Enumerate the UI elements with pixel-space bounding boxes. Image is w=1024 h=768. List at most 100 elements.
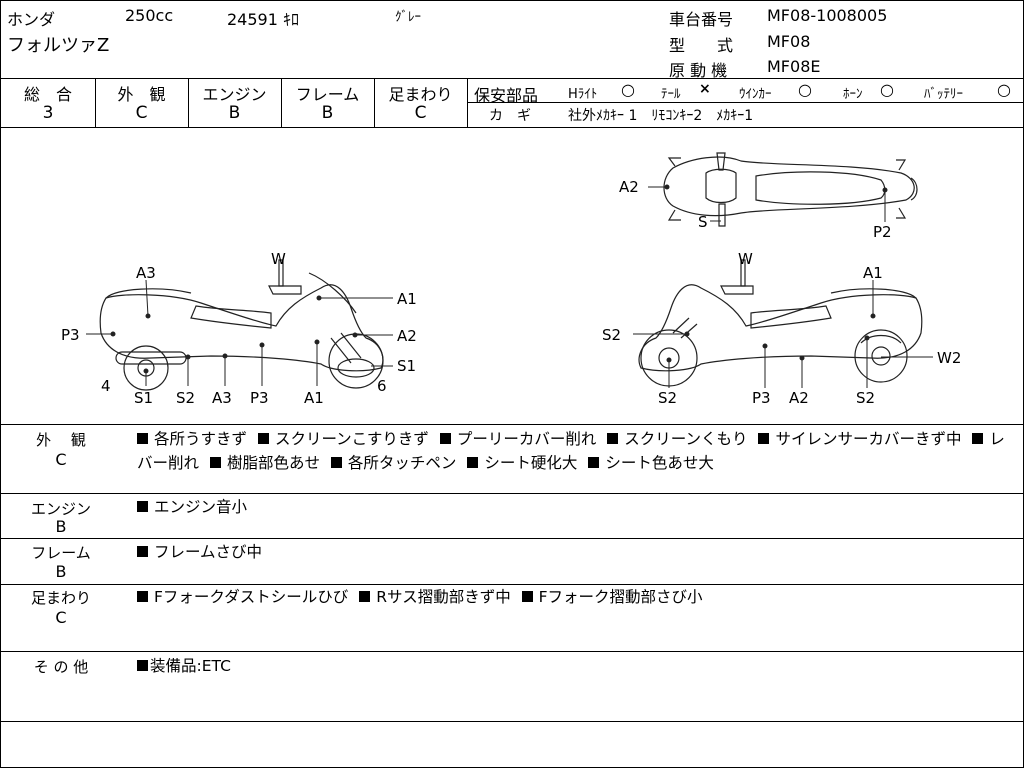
label-right-b-a2: A2 bbox=[789, 389, 809, 407]
grade-exterior: C bbox=[135, 103, 148, 123]
grade-exterior-label: 外 観 bbox=[117, 85, 166, 104]
engine-code: MF08E bbox=[767, 57, 821, 76]
label-left-6: 6 bbox=[377, 377, 387, 395]
divider bbox=[1, 584, 1023, 585]
label-left-s1: S1 bbox=[397, 357, 416, 375]
label-top-p2: P2 bbox=[873, 223, 892, 241]
frame-grade: B bbox=[55, 562, 67, 581]
other-title: そ の 他 bbox=[33, 658, 89, 676]
divider bbox=[1, 651, 1023, 652]
divider bbox=[95, 78, 96, 127]
divider bbox=[1, 538, 1023, 539]
grade-suspension-label: 足まわり bbox=[388, 85, 453, 104]
other-remarks: 装備品:ETC bbox=[137, 654, 1017, 678]
remark-item: Fフォークダストシールひび bbox=[154, 588, 349, 606]
grade-engine-label: エンジン bbox=[202, 85, 267, 104]
divider bbox=[1, 78, 1023, 79]
remark-item: Rサス摺動部きず中 bbox=[376, 588, 511, 606]
exterior-grade: C bbox=[55, 450, 67, 469]
label-right-a1: A1 bbox=[863, 264, 883, 282]
label-left-4: 4 bbox=[101, 377, 111, 395]
divider bbox=[374, 78, 375, 127]
color: ｸﾞﾚｰ bbox=[395, 10, 421, 25]
battery-status: ○ bbox=[997, 80, 1011, 99]
divider bbox=[1, 127, 1023, 128]
grade-overall-label: 総 合 bbox=[23, 85, 72, 104]
keys-label: カ ギ bbox=[489, 108, 531, 124]
grade-engine: B bbox=[228, 103, 241, 123]
frame-no: MF08-1008005 bbox=[767, 6, 888, 25]
engine-remarks: エンジン音小 bbox=[137, 495, 1017, 519]
model-code-label: 型 式 bbox=[669, 36, 734, 55]
divider bbox=[1, 493, 1023, 494]
remark-item: フレームさび中 bbox=[154, 543, 263, 561]
label-right-w: W bbox=[738, 250, 753, 268]
horn-status: ○ bbox=[880, 80, 894, 99]
label-left-a2: A2 bbox=[397, 327, 417, 345]
suspension-grade: C bbox=[55, 608, 67, 627]
label-right-w2: W2 bbox=[937, 349, 961, 367]
winker-status: ○ bbox=[798, 80, 812, 99]
label-left-b-s2: S2 bbox=[176, 389, 195, 407]
divider bbox=[467, 102, 1023, 103]
remark-item: シート色あせ大 bbox=[605, 454, 714, 472]
remark-item: エンジン音小 bbox=[154, 498, 248, 516]
remark-item: Fフォーク摺動部さび小 bbox=[538, 588, 703, 606]
remark-item: シート硬化大 bbox=[484, 454, 578, 472]
label-right-b-s2b: S2 bbox=[856, 389, 875, 407]
label-right-s2: S2 bbox=[602, 326, 621, 344]
grade-frame-label: フレーム bbox=[295, 85, 360, 104]
remark-item: 各所タッチペン bbox=[347, 454, 457, 472]
headlight-status: ○ bbox=[621, 80, 635, 99]
model-code: MF08 bbox=[767, 32, 811, 51]
remark-item: プーリーカバー削れ bbox=[456, 430, 597, 448]
divider bbox=[188, 78, 189, 127]
divider bbox=[467, 78, 468, 127]
left-side-scooter bbox=[99, 259, 384, 391]
divider bbox=[1, 721, 1023, 722]
grade-overall: 3 bbox=[42, 103, 54, 123]
label-top-s: S bbox=[698, 213, 708, 231]
exterior-title: 外 観 bbox=[36, 431, 86, 449]
divider bbox=[281, 78, 282, 127]
engine-title: エンジン bbox=[30, 500, 91, 518]
grade-frame: B bbox=[321, 103, 334, 123]
label-left-b-p3: P3 bbox=[250, 389, 269, 407]
battery-label: ﾊﾞｯﾃﾘｰ bbox=[924, 87, 963, 102]
tail-status: × bbox=[699, 81, 711, 97]
label-left-b-a3: A3 bbox=[212, 389, 232, 407]
scooter-diagram: A2 S P2 W A3 A1 P3 A2 S1 4 6 S1 S2 A3 P3… bbox=[61, 152, 961, 407]
frame-title: フレーム bbox=[31, 544, 91, 562]
frame-no-label: 車台番号 bbox=[669, 10, 734, 29]
headlight-label: Hﾗｲﾄ bbox=[568, 87, 598, 102]
mileage: 24591 ｷﾛ bbox=[227, 10, 299, 29]
label-left-b-a1: A1 bbox=[304, 389, 324, 407]
label-left-a1: A1 bbox=[397, 290, 417, 308]
safety-label: 保安部品 bbox=[474, 86, 539, 105]
horn-label: ﾎｰﾝ bbox=[843, 87, 863, 102]
label-left-b-s1: S1 bbox=[134, 389, 153, 407]
label-top-a2: A2 bbox=[619, 178, 639, 196]
engine-label: 原 動 機 bbox=[669, 61, 728, 80]
suspension-remarks: Fフォークダストシールひび Rサス摺動部きず中 Fフォーク摺動部さび小 bbox=[137, 585, 1017, 609]
remark-item: レバー削れ bbox=[137, 430, 1005, 472]
keys-value: 社外ﾒｶｷｰ 1 ﾘﾓｺﾝｷｰ2 ﾒｶｷｰ1 bbox=[568, 108, 754, 124]
top-view-scooter bbox=[663, 152, 918, 227]
remark-item: スクリーンくもり bbox=[624, 430, 748, 448]
remark-item: 装備品:ETC bbox=[150, 657, 231, 675]
engine-grade: B bbox=[55, 517, 67, 536]
tail-label: ﾃｰﾙ bbox=[661, 87, 681, 102]
grade-suspension: C bbox=[414, 103, 427, 123]
label-left-w: W bbox=[271, 250, 286, 268]
remark-item: 各所うすきず bbox=[154, 430, 248, 448]
exterior-remarks: 各所うすきず スクリーンこすりきず プーリーカバー削れ スクリーンくもり サイレ… bbox=[137, 427, 1017, 475]
label-left-p3: P3 bbox=[61, 326, 80, 344]
maker: ホンダ bbox=[7, 10, 56, 29]
label-right-b-s2: S2 bbox=[658, 389, 677, 407]
divider bbox=[1, 424, 1023, 425]
label-left-a3: A3 bbox=[136, 264, 156, 282]
remark-item: 樹脂部色あせ bbox=[226, 454, 320, 472]
remark-item: サイレンサーカバーきず中 bbox=[775, 430, 962, 448]
frame-remarks: フレームさび中 bbox=[137, 540, 1017, 564]
